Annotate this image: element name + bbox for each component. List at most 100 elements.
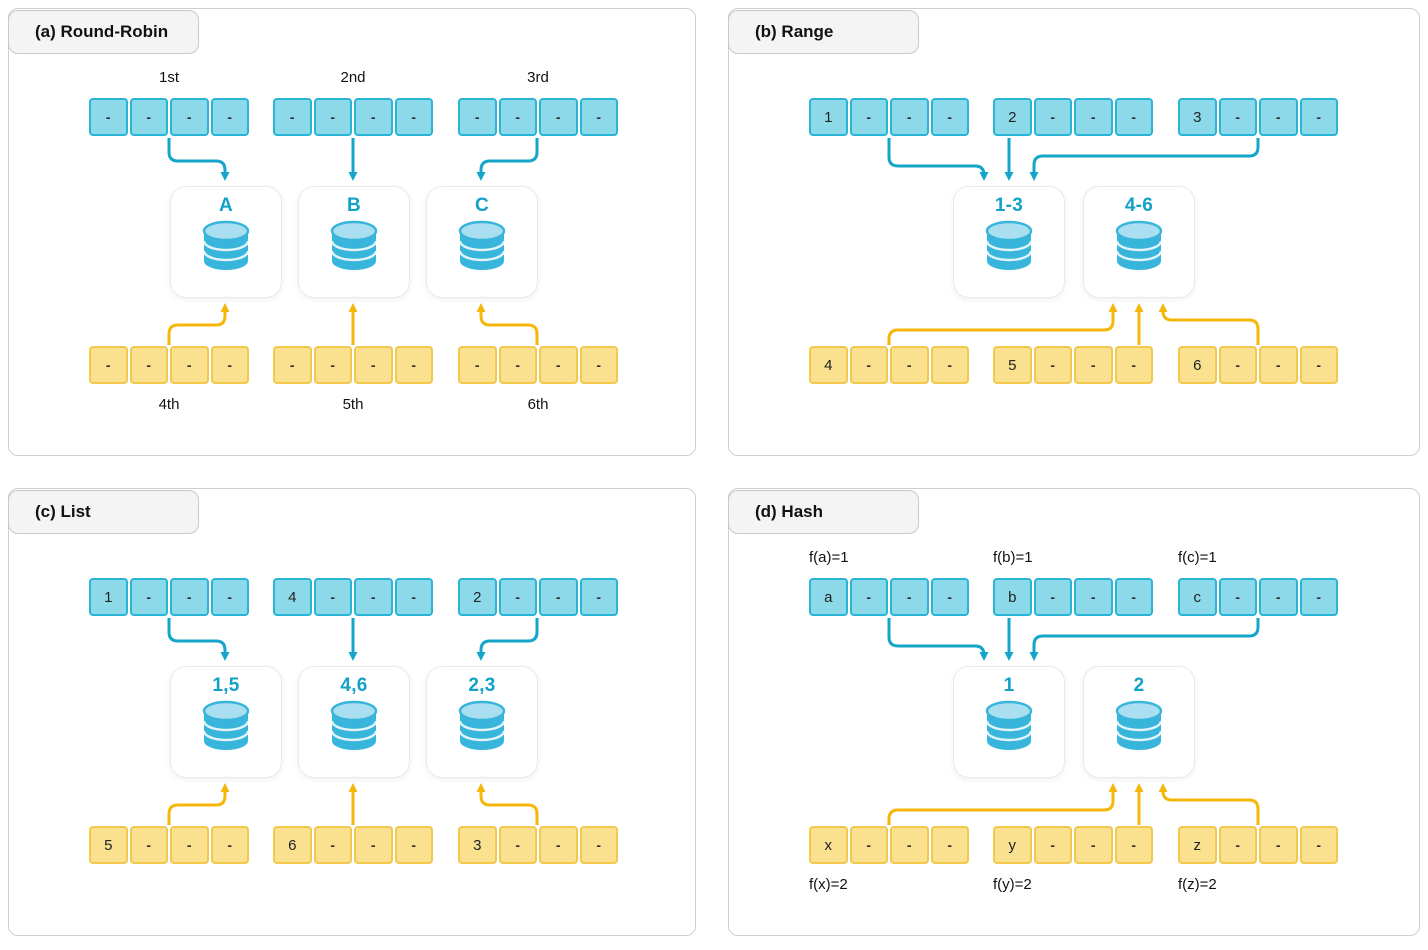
message-row-top: c--- xyxy=(1178,578,1338,616)
message-cell: - xyxy=(498,578,537,616)
message-cell: - xyxy=(579,578,618,616)
message-row-bottom: x--- xyxy=(809,826,969,864)
database-cylinder-icon xyxy=(330,220,378,270)
message-row-top: ---- xyxy=(458,98,618,136)
database-card: 2 xyxy=(1083,666,1195,778)
message-cell: 2 xyxy=(458,578,497,616)
panel-title: (b) Range xyxy=(755,22,834,41)
database-label: 4-6 xyxy=(1124,195,1154,216)
message-cell: - xyxy=(394,346,433,384)
message-row-top: ---- xyxy=(89,98,249,136)
message-cell: - xyxy=(1114,346,1153,384)
message-cell: x xyxy=(809,826,848,864)
row-label: f(x)=2 xyxy=(809,876,848,893)
message-row-top: 1--- xyxy=(89,578,249,616)
message-cell: - xyxy=(930,826,969,864)
message-cell: - xyxy=(89,346,128,384)
message-cell: - xyxy=(313,98,352,136)
message-cell: - xyxy=(89,98,128,136)
message-row-top: b--- xyxy=(993,578,1153,616)
message-cell: - xyxy=(129,346,168,384)
message-row-top: 4--- xyxy=(273,578,433,616)
row-label: f(c)=1 xyxy=(1178,549,1217,566)
message-cell: - xyxy=(498,346,537,384)
flow-arrow-out xyxy=(887,303,1118,345)
database-cylinder-icon xyxy=(458,700,506,750)
database-label: 4,6 xyxy=(340,675,368,696)
message-cell: - xyxy=(849,826,888,864)
flow-arrow-in xyxy=(167,138,230,181)
message-row-top: a--- xyxy=(809,578,969,616)
database-cylinder-icon xyxy=(202,220,250,270)
message-cell: - xyxy=(930,98,969,136)
message-row-bottom: 6--- xyxy=(1178,346,1338,384)
message-cell: - xyxy=(313,578,352,616)
arrows-layer xyxy=(887,138,1260,345)
message-cell: 1 xyxy=(809,98,848,136)
message-cell: - xyxy=(1114,578,1153,616)
message-row-bottom: 5--- xyxy=(89,826,249,864)
message-cell: - xyxy=(210,826,249,864)
message-cell: - xyxy=(313,346,352,384)
message-cell: - xyxy=(579,826,618,864)
database-card: B xyxy=(298,186,410,298)
database-label: 1-3 xyxy=(994,195,1024,216)
panel-title: (a) Round-Robin xyxy=(35,22,169,41)
database-card: 1 xyxy=(953,666,1065,778)
message-cell: 3 xyxy=(458,826,497,864)
message-cell: - xyxy=(129,98,168,136)
database-card: C xyxy=(426,186,538,298)
flow-arrow-out xyxy=(1158,783,1260,825)
message-row-bottom: 4--- xyxy=(809,346,969,384)
message-cell: 5 xyxy=(993,346,1032,384)
flow-arrow-in xyxy=(1029,618,1260,661)
flow-arrow-out xyxy=(1158,303,1260,345)
database-card: 1-3 xyxy=(953,186,1065,298)
message-cell: - xyxy=(354,346,393,384)
message-cell: - xyxy=(1114,826,1153,864)
database-cylinder-icon xyxy=(985,220,1033,270)
message-cell: - xyxy=(1074,826,1113,864)
message-cell: - xyxy=(890,346,929,384)
message-cell: - xyxy=(1033,826,1072,864)
message-cell: - xyxy=(129,578,168,616)
database-cylinder-icon xyxy=(1115,220,1163,270)
message-cell: - xyxy=(1218,346,1257,384)
panel-title: (d) Hash xyxy=(755,502,823,521)
message-cell: - xyxy=(210,98,249,136)
message-row-bottom: ---- xyxy=(458,346,618,384)
message-cell: - xyxy=(498,98,537,136)
database-cylinder-icon xyxy=(202,700,250,750)
message-cell: - xyxy=(1259,98,1298,136)
message-cell: - xyxy=(170,578,209,616)
message-row-top: 2--- xyxy=(458,578,618,616)
row-label: f(b)=1 xyxy=(993,549,1033,566)
message-cell: - xyxy=(1218,578,1257,616)
message-cell: - xyxy=(1074,98,1113,136)
row-label: f(z)=2 xyxy=(1178,876,1217,893)
message-cell: - xyxy=(498,826,537,864)
message-cell: - xyxy=(210,346,249,384)
row-label: f(a)=1 xyxy=(809,549,849,566)
message-cell: - xyxy=(539,98,578,136)
flow-arrow-in xyxy=(887,138,989,181)
message-cell: 3 xyxy=(1178,98,1217,136)
row-label: f(y)=2 xyxy=(993,876,1032,893)
message-cell: - xyxy=(1218,826,1257,864)
message-row-bottom: y--- xyxy=(993,826,1153,864)
message-cell: - xyxy=(539,826,578,864)
message-cell: - xyxy=(1074,346,1113,384)
message-cell: - xyxy=(890,578,929,616)
message-row-bottom: ---- xyxy=(273,346,433,384)
row-label: 3rd xyxy=(527,69,549,86)
panel-tab: (c) List xyxy=(8,490,199,534)
message-cell: - xyxy=(849,346,888,384)
database-label: 2 xyxy=(1133,675,1145,696)
message-cell: 5 xyxy=(89,826,128,864)
panel-hash: (d) Hash f(a)=1 a--- f(b)=1 b--- f(c)=1 c--- f(… xyxy=(728,488,1420,936)
message-cell: - xyxy=(930,346,969,384)
message-cell: - xyxy=(930,578,969,616)
flow-arrow-in xyxy=(476,618,539,661)
message-cell: - xyxy=(539,346,578,384)
